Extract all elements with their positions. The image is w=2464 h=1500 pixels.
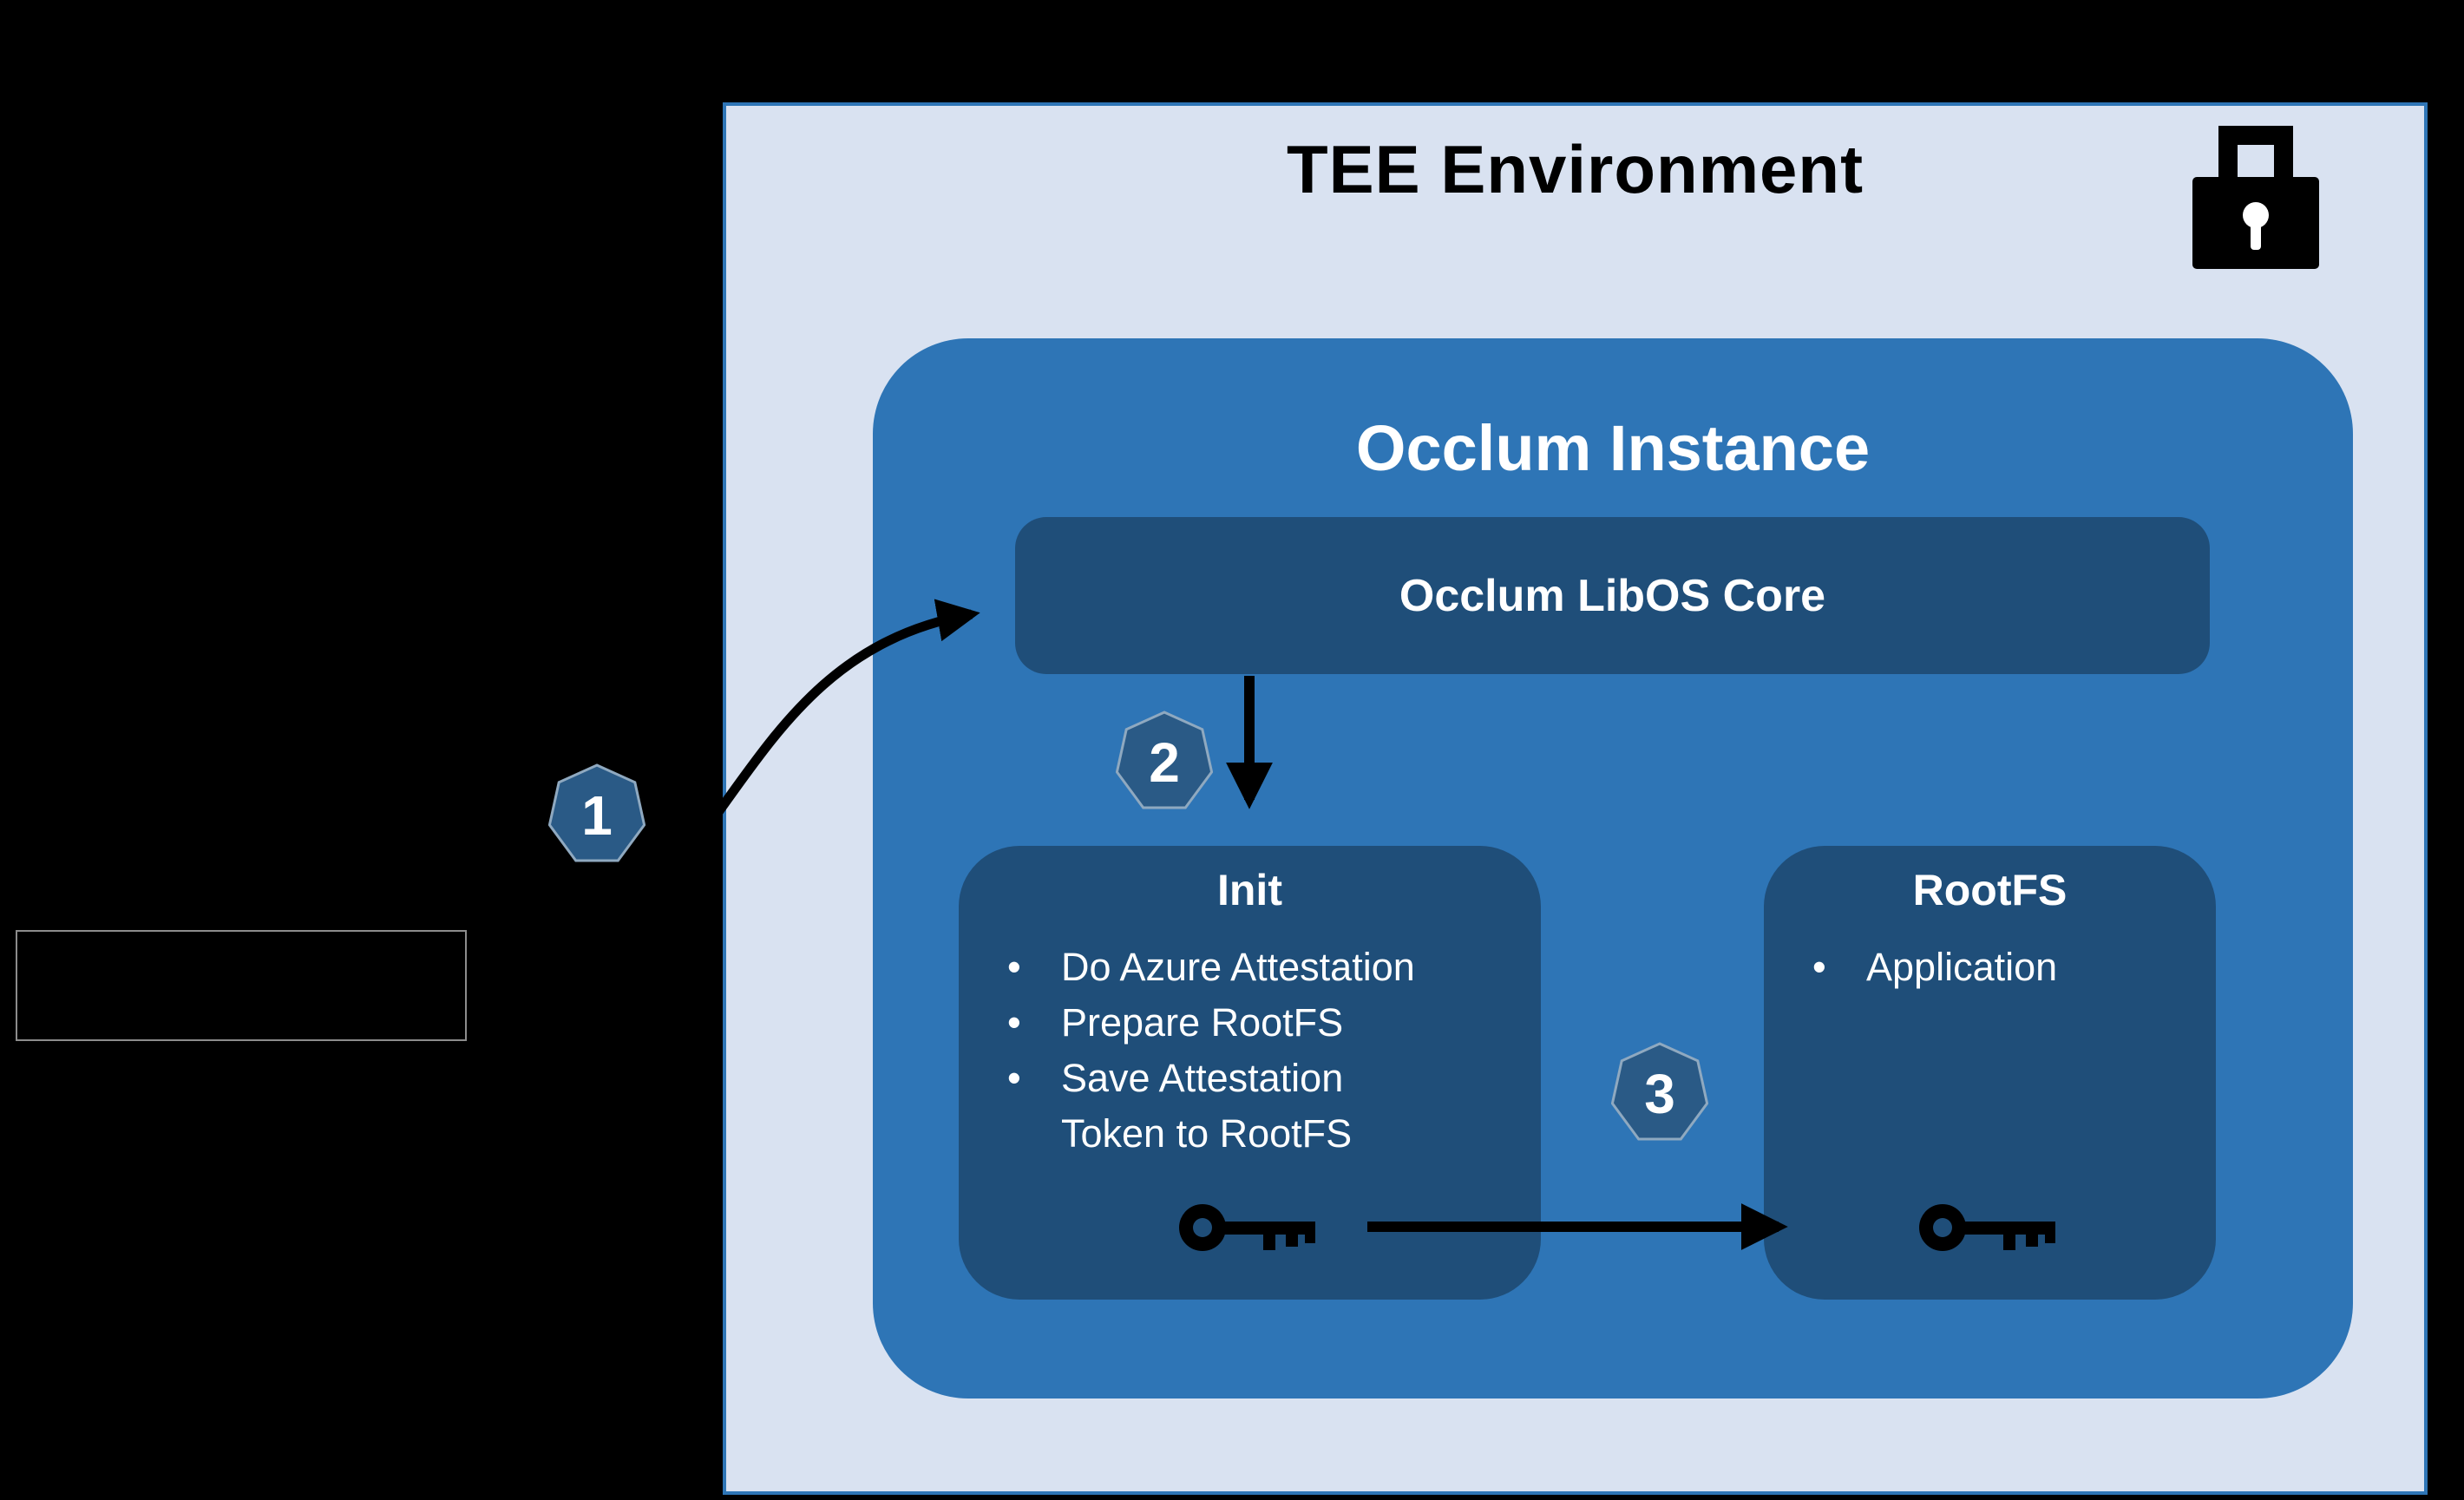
init-bullet-text: Save Attestation Token to RootFS [1061,1056,1353,1156]
rootfs-bullet-list: • Application [1812,940,2246,995]
occlum-instance-title: Occlum Instance [1355,412,1871,484]
rootfs-bullet-item: • Application [1812,940,2246,995]
key-icon [1917,1191,2064,1265]
step-badge-2: 2 [1116,711,1213,811]
step-badge-2-label: 2 [1149,731,1180,794]
bullet-marker: • [1812,945,1826,989]
init-box-title: Init [1217,866,1282,914]
step-badge-3-label: 3 [1644,1063,1675,1125]
init-bullet-item: • Save Attestation Token to RootFS [1007,1051,1441,1162]
init-bullet-item: • Do Azure Attestation [1007,940,1441,995]
step-badge-1-label: 1 [581,784,613,847]
host-command-box [16,930,467,1041]
init-bullet-item: • Prepare RootFS [1007,995,1441,1051]
init-box: Init • Do Azure Attestation • Prepare Ro… [959,846,1541,1300]
tee-environment-title: TEE Environment [1286,131,1864,207]
key-icon [1176,1191,1324,1265]
occlum-libos-core-label: Occlum LibOS Core [1399,570,1826,621]
init-bullet-text: Prepare RootFS [1061,1000,1344,1045]
tee-environment-panel: TEE Environment Occlum Instance Occlum L… [723,102,2428,1495]
lock-icon [2187,101,2324,274]
rootfs-bullet-text: Application [1866,945,2058,989]
bullet-marker: • [1007,1056,1021,1100]
occlum-libos-core-box: Occlum LibOS Core [1015,517,2210,674]
step-badge-3: 3 [1611,1042,1708,1143]
occlum-instance-container: Occlum Instance Occlum LibOS Core Init •… [873,338,2353,1398]
init-bullet-text: Do Azure Attestation [1061,945,1415,989]
rootfs-box: RootFS • Application [1764,846,2216,1300]
rootfs-box-title: RootFS [1912,866,2068,914]
init-bullet-list: • Do Azure Attestation • Prepare RootFS … [1007,940,1441,1162]
bullet-marker: • [1007,1000,1021,1045]
step-badge-1: 1 [548,763,645,864]
bullet-marker: • [1007,945,1021,989]
